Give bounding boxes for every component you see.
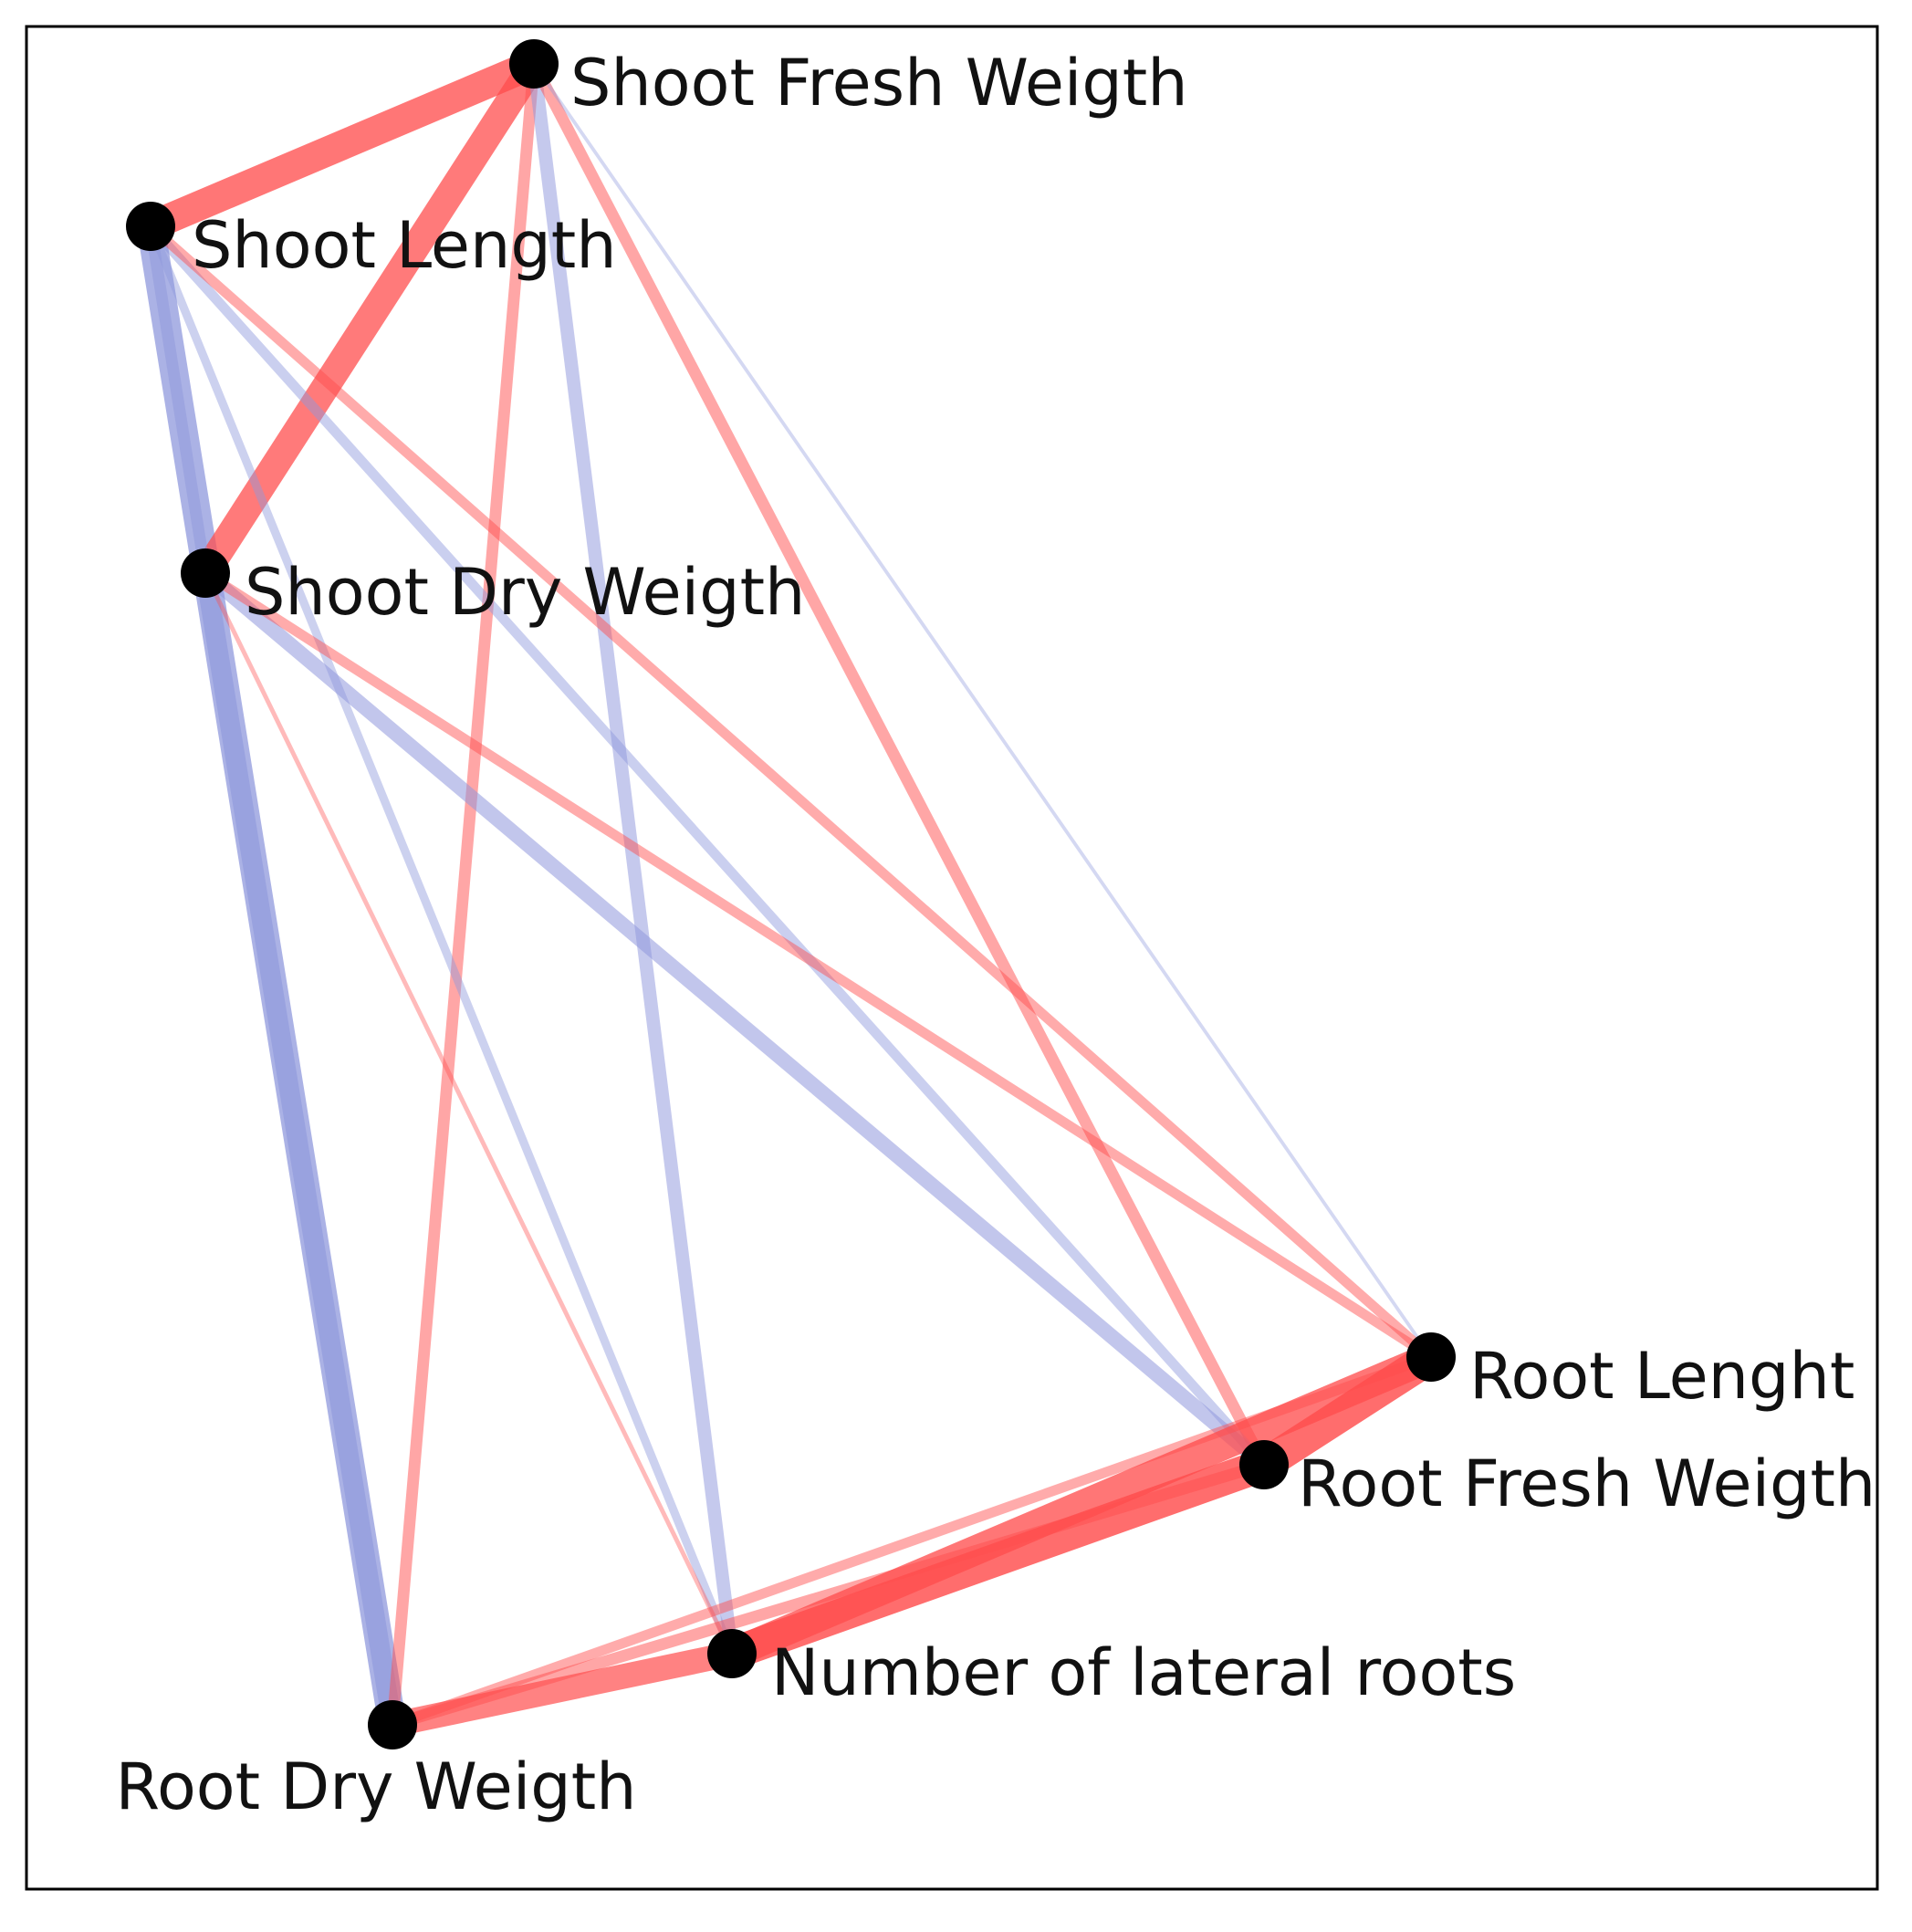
edge-shoot_length-number_of_lateral_roots	[146, 222, 737, 1658]
node-root_dry_weigth	[368, 1700, 417, 1749]
edge-shoot_dry_weigth-root_fresh_weigth	[197, 565, 1272, 1473]
edge-shoot_fresh_weigth-root_fresh_weigth	[528, 57, 1270, 1471]
edge-shoot_fresh_weigth-shoot_dry_weigth	[191, 49, 549, 588]
edge-shoot_dry_weigth-root_lenght	[200, 568, 1437, 1363]
edge-shoot_dry_weigth-number_of_lateral_roots	[203, 570, 735, 1656]
edge-shoot_fresh_weigth-root_lenght	[532, 62, 1433, 1359]
node-shoot_fresh_weigth	[509, 39, 559, 89]
node-label-root_lenght: Root Lenght	[1469, 1339, 1855, 1414]
node-label-root_dry_weigth: Root Dry Weigth	[115, 1749, 636, 1824]
node-label-root_fresh_weigth: Root Fresh Weigth	[1298, 1446, 1875, 1521]
edge-root_fresh_weigth-root_dry_weigth	[386, 1458, 1270, 1731]
node-label-number_of_lateral_roots: Number of lateral roots	[771, 1635, 1516, 1710]
edge-shoot_fresh_weigth-number_of_lateral_roots	[527, 57, 739, 1661]
edge-shoot_length-shoot_fresh_weigth	[135, 48, 549, 242]
nodes-layer	[126, 39, 1456, 1749]
node-root_lenght	[1406, 1332, 1456, 1382]
node-number_of_lateral_roots	[707, 1629, 757, 1678]
edge-shoot_length-shoot_dry_weigth	[144, 220, 212, 580]
edges-layer	[135, 48, 1448, 1739]
edge-shoot_fresh_weigth-root_dry_weigth	[386, 57, 540, 1731]
node-label-shoot_length: Shoot Length	[192, 208, 617, 283]
node-root_fresh_weigth	[1239, 1440, 1289, 1489]
edge-shoot_dry_weigth-root_dry_weigth	[195, 563, 402, 1735]
node-shoot_dry_weigth	[181, 548, 230, 598]
node-label-shoot_dry_weigth: Shoot Dry Weigth	[245, 555, 805, 630]
edge-root_lenght-number_of_lateral_roots	[716, 1342, 1447, 1669]
edge-shoot_length-root_fresh_weigth	[145, 221, 1269, 1470]
edge-shoot_length-root_lenght	[145, 221, 1437, 1363]
frame-border	[25, 25, 1879, 1891]
node-label-shoot_fresh_weigth: Shoot Fresh Weigth	[570, 46, 1188, 120]
edge-root_lenght-root_dry_weigth	[387, 1352, 1437, 1730]
node-shoot_length	[126, 202, 175, 251]
